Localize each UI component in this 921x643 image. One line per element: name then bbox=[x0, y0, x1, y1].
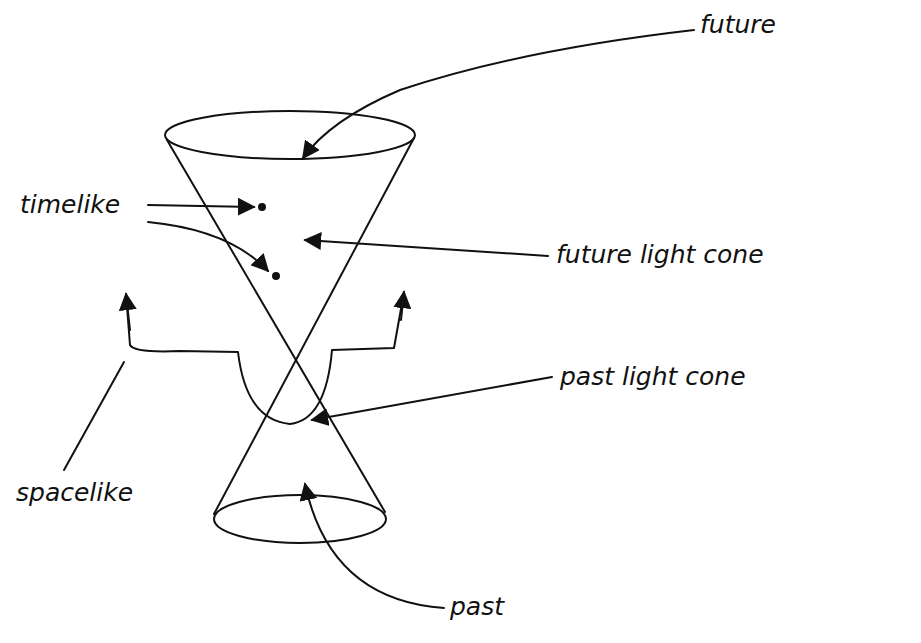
leader-arrow bbox=[305, 484, 444, 608]
leader-arrow bbox=[148, 205, 254, 207]
future-cone-rim bbox=[165, 111, 415, 159]
brace-arrow bbox=[401, 292, 404, 320]
leader-arrow bbox=[312, 377, 552, 420]
event-point bbox=[273, 273, 279, 279]
cone-edge bbox=[214, 138, 414, 514]
spacelike-brace bbox=[126, 292, 404, 424]
annotation-label: past bbox=[450, 592, 504, 622]
brace-arrow bbox=[126, 294, 130, 330]
annotation-label: spacelike bbox=[16, 478, 133, 508]
leader-arrow bbox=[305, 240, 548, 256]
annotation-label: past light cone bbox=[560, 362, 746, 392]
event-point bbox=[259, 204, 265, 210]
leader-arrow bbox=[303, 30, 694, 158]
cone-edge bbox=[167, 140, 385, 512]
leader-arrow bbox=[148, 222, 268, 271]
past-cone-rim bbox=[214, 495, 386, 543]
annotation-label: timelike bbox=[20, 190, 120, 220]
annotation-label: future light cone bbox=[556, 240, 764, 270]
annotation-label: future bbox=[700, 10, 776, 40]
leader-line bbox=[64, 362, 124, 470]
